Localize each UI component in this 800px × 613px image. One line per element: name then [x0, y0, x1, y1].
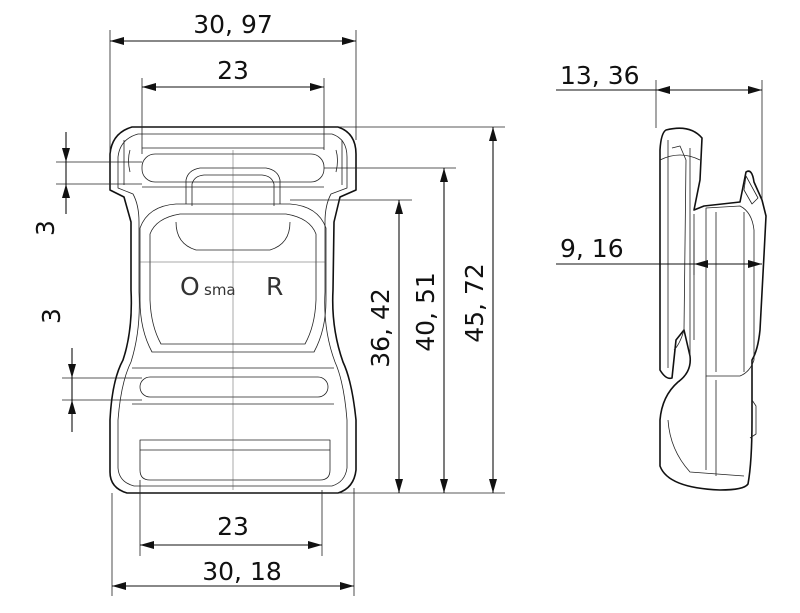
label-top-slot-width: 23	[217, 56, 249, 85]
arrow	[489, 479, 497, 493]
side-body-inner	[715, 212, 745, 372]
arrow	[140, 541, 154, 549]
center-plate	[139, 203, 327, 353]
side-outline	[659, 127, 767, 491]
front-view: O sma R	[109, 126, 357, 494]
dimension-lines	[62, 37, 762, 590]
arrow	[489, 127, 497, 141]
label-side-overall-depth: 13, 36	[560, 61, 640, 90]
label-height-inner: 36, 42	[366, 288, 395, 368]
label-top-overall-width: 30, 97	[193, 10, 273, 39]
logo-letter-o: O	[180, 272, 200, 301]
arrow	[340, 582, 354, 590]
side-cap	[659, 154, 701, 161]
side-release-arm	[671, 145, 687, 351]
arrow	[142, 83, 156, 91]
label-height-mid: 40, 51	[411, 272, 440, 352]
arrow	[110, 37, 124, 45]
arrow	[748, 86, 762, 94]
arrow	[395, 479, 403, 493]
arrow	[310, 83, 324, 91]
arrow	[68, 364, 76, 378]
label-upper-bar-thickness: 3	[31, 220, 60, 236]
extension-lines	[56, 30, 763, 596]
label-bottom-overall-width: 30, 18	[202, 557, 282, 586]
osmar-logo: O sma R	[180, 272, 283, 301]
arrow	[62, 184, 70, 198]
arrow	[440, 168, 448, 182]
side-latch	[743, 175, 759, 205]
center-line	[140, 150, 326, 490]
side-lower-jaw	[667, 376, 757, 477]
arrow	[62, 148, 70, 162]
bottom-slot	[139, 439, 331, 481]
lower-slot	[139, 376, 329, 398]
arrow	[656, 86, 670, 94]
side-view	[659, 127, 767, 491]
side-inner-line-1	[667, 140, 695, 368]
logo-letters-sma: sma	[204, 281, 236, 299]
arrow	[748, 260, 762, 268]
arrow	[112, 582, 126, 590]
label-side-body-depth: 9, 16	[560, 234, 624, 263]
arrow	[308, 541, 322, 549]
arrow	[694, 260, 708, 268]
side-body	[705, 205, 755, 377]
label-height-overall: 45, 72	[460, 263, 489, 343]
center-plate-inner	[149, 213, 317, 345]
logo-letter-r: R	[266, 272, 283, 301]
arrow	[395, 200, 403, 214]
label-lower-bar-thickness: 3	[37, 308, 66, 324]
arrow	[440, 479, 448, 493]
arrow	[342, 37, 356, 45]
arrow	[68, 400, 76, 414]
front-inner-rim	[117, 133, 348, 487]
dimension-labels: 30, 97 23 3 3 36, 42 40, 51 45, 72 23 30…	[31, 10, 640, 586]
label-bottom-slot-width: 23	[217, 512, 249, 541]
front-bevel-line	[123, 140, 343, 185]
